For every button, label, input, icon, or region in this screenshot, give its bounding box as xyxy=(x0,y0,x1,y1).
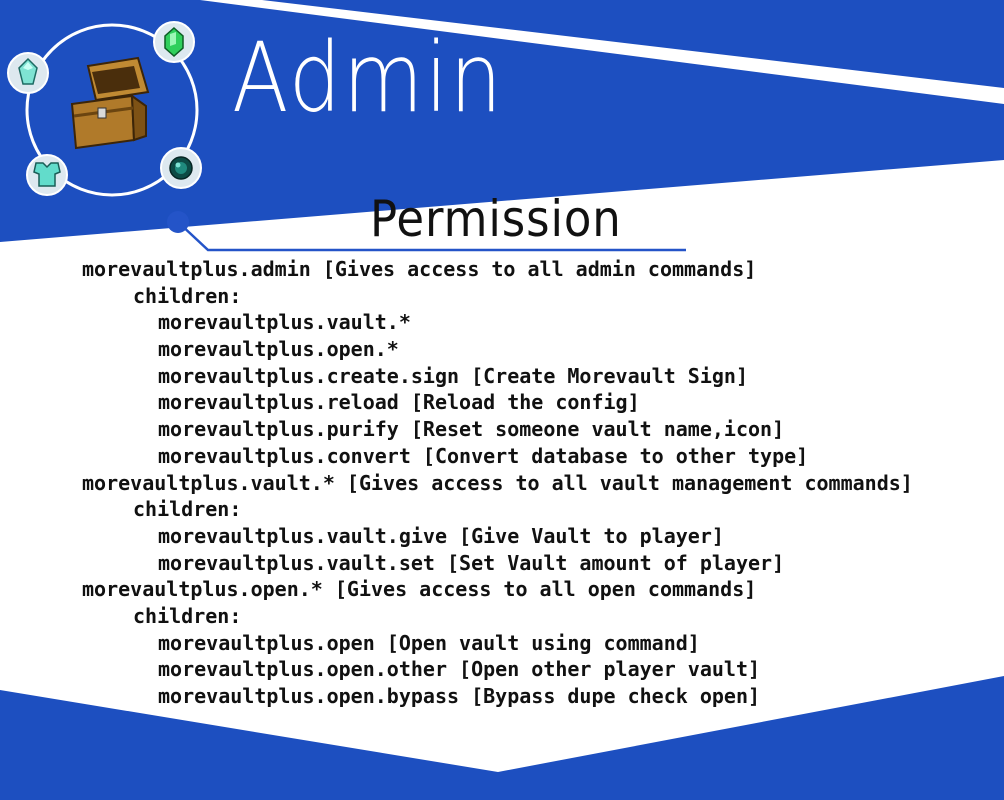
permission-entry: morevaultplus.open [Open vault using com… xyxy=(158,630,700,655)
children-label: children: xyxy=(133,603,242,628)
permission-entry: morevaultplus.vault.* [Gives access to a… xyxy=(82,470,913,495)
children-label: children: xyxy=(133,497,242,522)
permission-entry: morevaultplus.admin [Gives access to all… xyxy=(82,257,757,281)
permission-entry: morevaultplus.open.* xyxy=(158,337,399,362)
permission-entry: morevaultplus.vault.* xyxy=(158,310,411,335)
emerald-icon xyxy=(153,21,195,63)
band-white-cut xyxy=(200,0,1004,104)
permission-entry: morevaultplus.open.bypass [Bypass dupe c… xyxy=(158,684,761,708)
permission-entry: morevaultplus.open.* [Gives access to al… xyxy=(82,577,757,602)
treasure-chest-icon xyxy=(70,56,150,150)
permission-entry: morevaultplus.purify [Reset someone vaul… xyxy=(158,417,785,442)
section-underline xyxy=(167,211,686,252)
permission-entry: morevaultplus.create.sign [Create Moreva… xyxy=(158,363,749,388)
diamond-icon xyxy=(7,52,49,94)
permission-list: morevaultplus.admin [Gives access to all… xyxy=(82,256,913,710)
permission-entry: morevaultplus.reload [Reload the config] xyxy=(158,390,640,415)
permission-entry: morevaultplus.vault.give [Give Vault to … xyxy=(158,523,724,548)
children-label: children: xyxy=(133,283,242,308)
diamond-chestplate-icon xyxy=(26,154,68,196)
permission-entry: morevaultplus.convert [Convert database … xyxy=(158,443,809,468)
permission-entry: morevaultplus.vault.set [Set Vault amoun… xyxy=(158,550,785,575)
section-title: Permission xyxy=(370,190,622,248)
bottom-blue-chevron xyxy=(0,676,1004,800)
permission-entry: morevaultplus.open.other [Open other pla… xyxy=(158,657,761,682)
page-title: Admin xyxy=(232,22,504,134)
ender-pearl-icon xyxy=(160,147,202,189)
emblem-ring xyxy=(25,23,199,197)
